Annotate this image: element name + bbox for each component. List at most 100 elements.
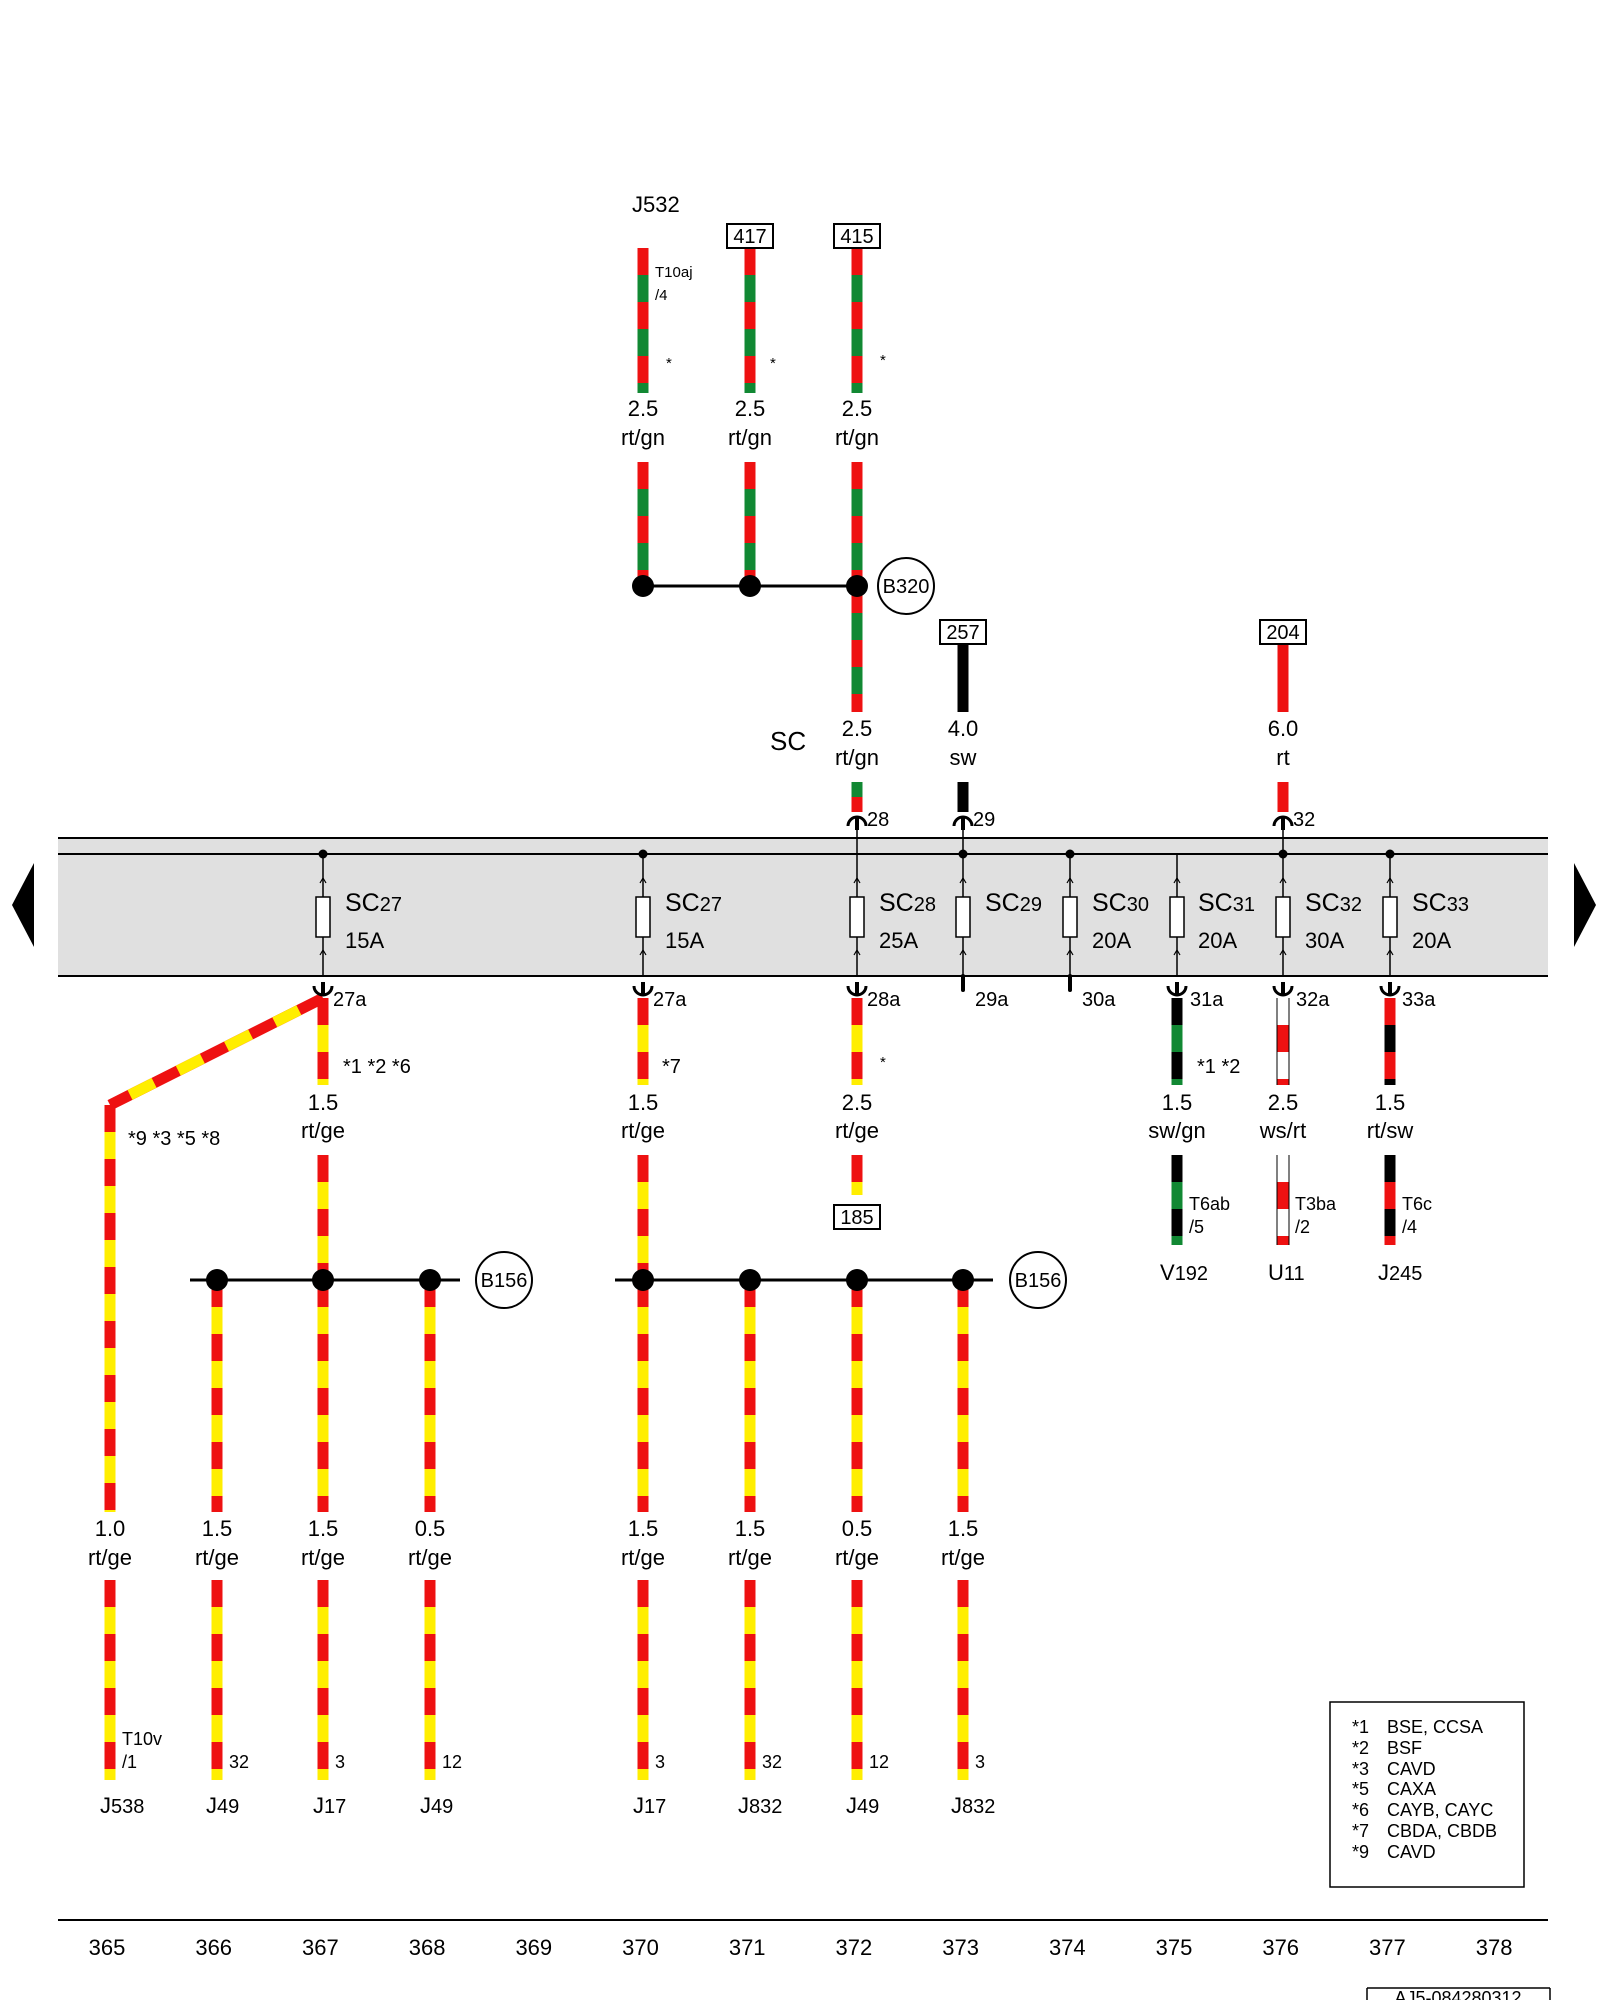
fuse-symbol <box>1382 896 1398 938</box>
wire-size: 1.5 <box>628 1090 659 1115</box>
connector-label: T6ab <box>1189 1194 1230 1214</box>
legend-key: *7 <box>1352 1821 1369 1841</box>
component-label: V192 <box>1160 1260 1208 1285</box>
fuse-name: SC32 <box>1305 889 1362 917</box>
terminal-number: 28 <box>867 809 889 831</box>
fuse-arrow-icon <box>319 876 327 884</box>
wire-size: 2.5 <box>628 396 659 421</box>
fuse-arrow-icon <box>1066 948 1074 956</box>
legend-key: *2 <box>1352 1738 1369 1758</box>
page-next-arrow-icon[interactable] <box>1574 863 1596 947</box>
option-star: * <box>770 355 776 372</box>
track-number: 377 <box>1369 1935 1406 1960</box>
splice-b156-label: B156 <box>481 1270 528 1292</box>
legend-value: CBDA, CBDB <box>1387 1821 1497 1841</box>
connector-pin: /2 <box>1295 1217 1310 1237</box>
option-star: * <box>880 352 886 369</box>
fuses <box>315 826 1398 976</box>
wires <box>104 248 1396 1780</box>
wire-size: 1.5 <box>735 1516 766 1541</box>
track-number: 369 <box>515 1935 552 1960</box>
terminal-label: 30a <box>1082 989 1116 1011</box>
option-note: *1 *2 *6 <box>343 1056 411 1078</box>
component-label: J538 <box>100 1793 144 1818</box>
splice-dot <box>739 575 761 597</box>
terminal-label: 33a <box>1402 989 1436 1011</box>
fuse-rating: 20A <box>1412 928 1451 953</box>
option-star: * <box>666 355 672 372</box>
connector-pin: /4 <box>1402 1217 1417 1237</box>
splice-dot <box>846 1269 868 1291</box>
legend-value: BSE, CCSA <box>1387 1717 1483 1737</box>
track-number: 378 <box>1476 1935 1513 1960</box>
wire-color: rt/ge <box>621 1118 665 1143</box>
legend: *1 BSE, CCSA *2 BSF *3 CAVD *5 CAXA *6 C… <box>1352 1717 1497 1862</box>
track-number: 370 <box>622 1935 659 1960</box>
splice-dot <box>846 575 868 597</box>
legend-key: *5 <box>1352 1779 1369 1799</box>
ref-box-417 <box>726 223 774 249</box>
wire-color: rt/ge <box>301 1545 345 1570</box>
splice-dot <box>419 1269 441 1291</box>
terminals <box>312 815 1401 997</box>
fuse-name: SC30 <box>1092 889 1149 917</box>
fuse-symbol <box>849 896 865 938</box>
pin-label: 3 <box>655 1752 665 1772</box>
wire-color: rt/gn <box>835 425 879 450</box>
wire-color: sw <box>950 745 977 770</box>
component-label: J17 <box>313 1793 346 1818</box>
fuse-arrow-icon <box>959 876 967 884</box>
terminal-number: 32 <box>1293 809 1315 831</box>
terminal-label: 27a <box>653 989 687 1011</box>
fuse-rating: 20A <box>1092 928 1131 953</box>
track-number: 367 <box>302 1935 339 1960</box>
legend-key: *1 <box>1352 1717 1369 1737</box>
track-number: 368 <box>409 1935 446 1960</box>
wire-size: 1.5 <box>202 1516 233 1541</box>
pin-label: 3 <box>335 1752 345 1772</box>
wire-rt-ge-tracer <box>107 993 326 1110</box>
fuse-name: SC27 <box>345 889 402 917</box>
fuse-panel <box>58 838 1548 976</box>
fuse-arrow-icon <box>1386 876 1394 884</box>
terminal-label: 28a <box>867 989 901 1011</box>
component-label: J49 <box>206 1793 239 1818</box>
wire-size: 2.5 <box>842 396 873 421</box>
legend-value: CAYB, CAYC <box>1387 1800 1493 1820</box>
track-number: 372 <box>836 1935 873 1960</box>
page-prev-arrow-icon[interactable] <box>12 863 34 947</box>
splice-dot <box>952 1269 974 1291</box>
wire-size: 0.5 <box>415 1516 446 1541</box>
document-id: AJ5-084280312 <box>1394 1988 1521 2000</box>
connector-t10aj-pin: /4 <box>655 287 668 304</box>
option-star: * <box>880 1054 886 1071</box>
terminal-label: 29a <box>975 989 1009 1011</box>
bottom-components: J538 J49 J17 J49 J17 J832 J49 J832 <box>100 1793 995 1818</box>
legend-key: *9 <box>1352 1842 1369 1862</box>
wire-size: 2.5 <box>735 396 766 421</box>
fuse-arrow-icon <box>1279 948 1287 956</box>
component-label: U11 <box>1268 1260 1305 1285</box>
option-note: *7 <box>662 1056 681 1078</box>
wire-color: rt/gn <box>621 425 665 450</box>
pin-label: 32 <box>762 1752 782 1772</box>
fuse-name: SC33 <box>1412 889 1469 917</box>
fuse-arrow-icon <box>1279 876 1287 884</box>
wire-size: 1.5 <box>308 1516 339 1541</box>
wire-color: rt <box>1276 745 1289 770</box>
track-number: 366 <box>195 1935 232 1960</box>
wire-color: rt/ge <box>941 1545 985 1570</box>
fuse-arrow-icon <box>639 948 647 956</box>
wire-size: 1.0 <box>95 1516 126 1541</box>
splice-b156-label: B156 <box>1015 1270 1062 1292</box>
connector-label: T6c <box>1402 1194 1432 1214</box>
legend-key: *3 <box>1352 1759 1369 1779</box>
fuse-rating: 25A <box>879 928 918 953</box>
connector-label: T10v <box>122 1729 162 1749</box>
ref-box-257 <box>939 619 987 645</box>
terminal-bottom-labels: 27a 27a 28a 29a 30a 31a 32a 33a <box>333 989 1436 1011</box>
fuse-arrow-icon <box>959 948 967 956</box>
fuse-labels: SC27 15A SC27 15A SC28 25A SC29 SC30 20A… <box>345 889 1469 953</box>
track-number: 371 <box>729 1935 766 1960</box>
wire-size: 0.5 <box>842 1516 873 1541</box>
